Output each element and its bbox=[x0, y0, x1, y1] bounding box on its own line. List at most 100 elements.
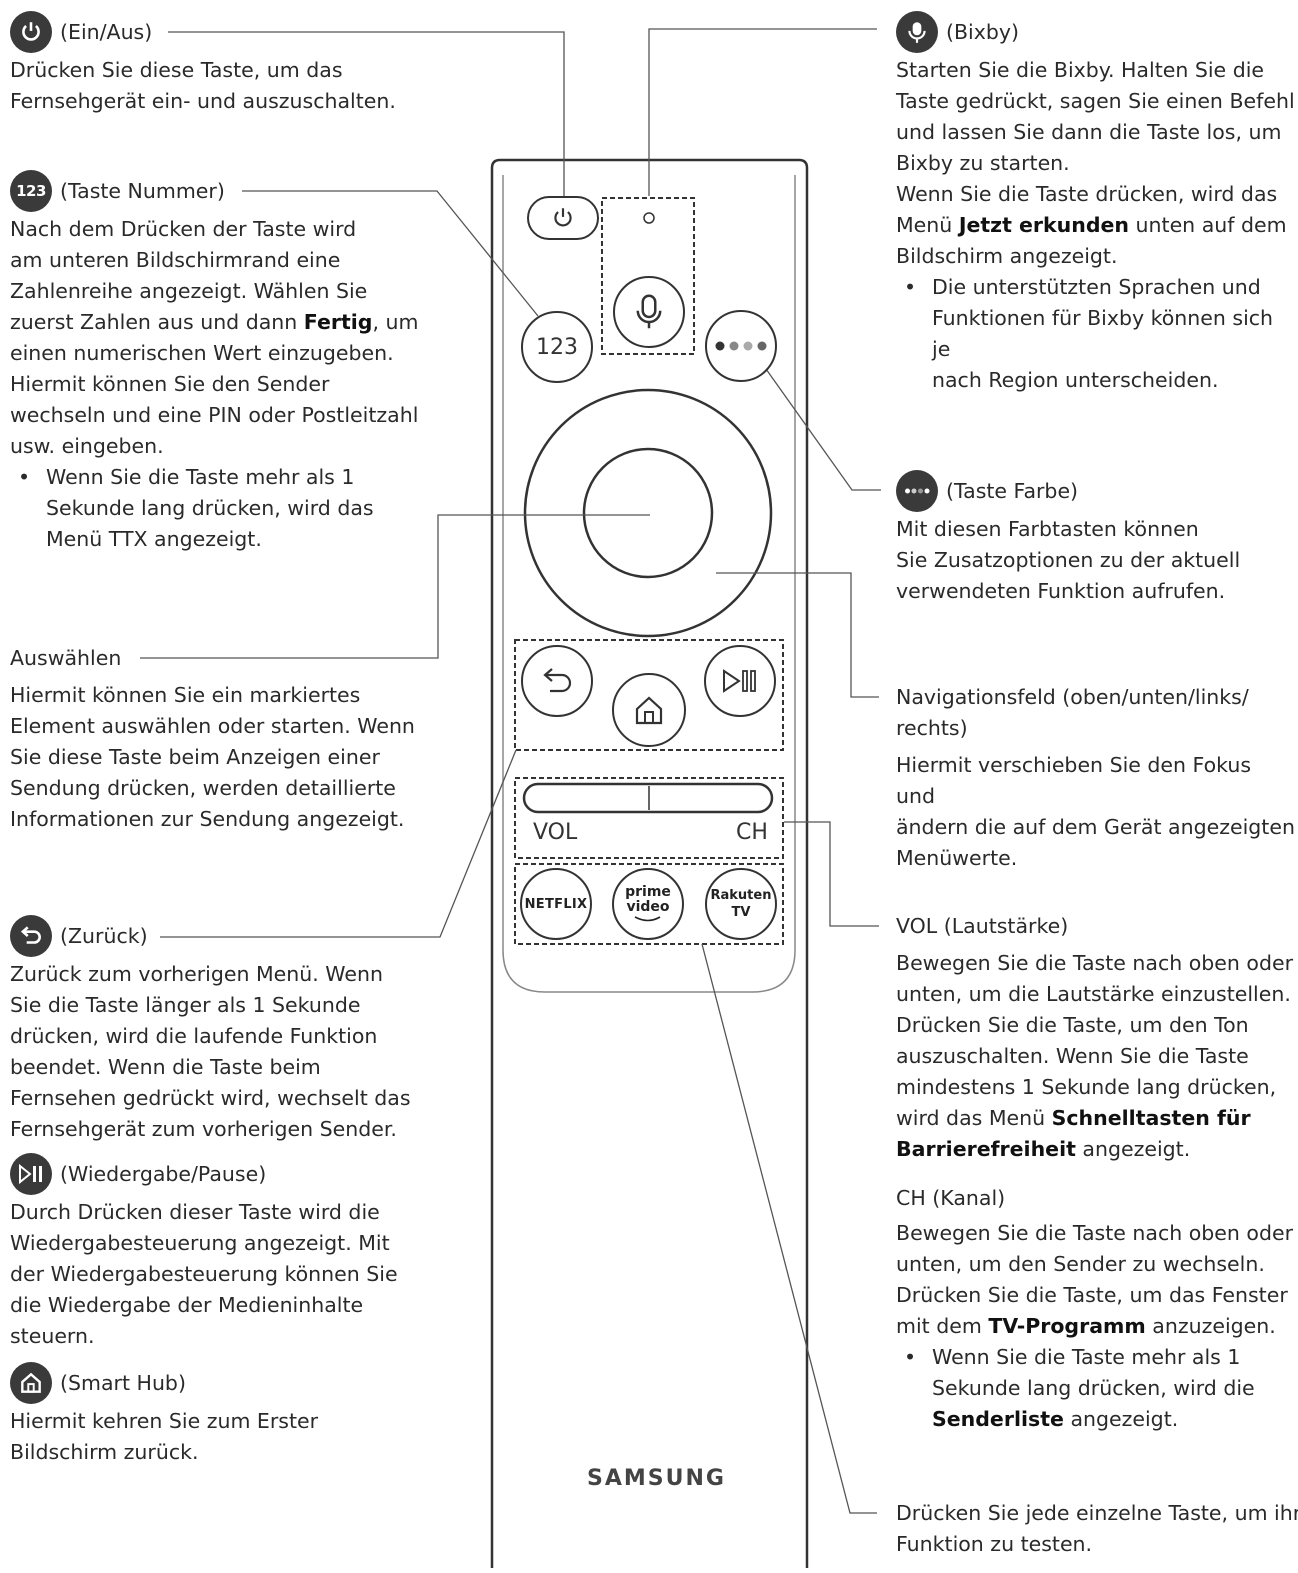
bullet-line: Menü TTX angezeigt. bbox=[46, 527, 262, 551]
microphone-icon bbox=[636, 294, 662, 329]
microphone-icon bbox=[908, 22, 926, 43]
nav-desc-line: Menüwerte. bbox=[896, 846, 1018, 870]
vol-desc-line: unten, um die Lautstärke einzustellen. bbox=[896, 982, 1291, 1006]
nav-section: Navigationsfeld (oben/unten/links/ recht… bbox=[896, 682, 1296, 874]
nav-desc-line: Hiermit verschieben Sie den Fokus und bbox=[896, 753, 1252, 808]
color-desc-line: Mit diesen Farbtasten können bbox=[896, 517, 1199, 541]
ch-desc-line: mit dem TV-Programm anzuzeigen. bbox=[896, 1311, 1296, 1342]
netflix-logo: NETFLIX bbox=[524, 896, 588, 912]
number-button-label: 123 bbox=[536, 334, 578, 360]
play-pause-button[interactable] bbox=[704, 645, 776, 717]
color-button[interactable] bbox=[705, 310, 777, 382]
back-desc-line: drücken, wird die laufende Funktion bbox=[10, 1024, 378, 1048]
text-run: wird das Menü bbox=[896, 1106, 1052, 1130]
text-run: , um bbox=[372, 310, 419, 334]
media-dashed-group bbox=[514, 639, 784, 751]
color-section: (Taste Farbe) Mit diesen Farbtasten könn… bbox=[896, 470, 1296, 607]
select-desc-line: Informationen zur Sendung angezeigt. bbox=[10, 807, 405, 831]
bixby-desc-line: Wenn Sie die Taste drücken, wird das bbox=[896, 182, 1278, 206]
color-badge bbox=[896, 470, 938, 512]
leader-number bbox=[242, 190, 539, 317]
back-arrow-icon bbox=[20, 926, 41, 944]
leader-color bbox=[765, 368, 881, 491]
power-icon bbox=[22, 22, 40, 41]
ch-desc-line: Bewegen Sie die Taste nach oben oder bbox=[896, 1221, 1294, 1245]
prime-logo-line2: video bbox=[626, 899, 670, 915]
bullet-line: Senderliste angezeigt. bbox=[932, 1404, 1296, 1435]
bixby-desc-line: Bildschirm angezeigt. bbox=[896, 244, 1118, 268]
select-title: Auswählen bbox=[10, 646, 122, 670]
bullet-line: Wenn Sie die Taste mehr als 1 bbox=[46, 465, 355, 489]
ch-bullet: Wenn Sie die Taste mehr als 1 Sekunde la… bbox=[896, 1342, 1296, 1435]
color-desc-line: Sie Zusatzoptionen zu der aktuell bbox=[896, 548, 1241, 572]
select-button bbox=[582, 447, 714, 579]
bullet-line: Die unterstützten Sprachen und bbox=[932, 275, 1261, 299]
play-desc-line: der Wiedergabesteuerung können Sie bbox=[10, 1262, 398, 1286]
ch-desc-line: unten, um den Sender zu wechseln. bbox=[896, 1252, 1265, 1276]
leader-vol-ch bbox=[784, 821, 879, 927]
bixby-title: (Bixby) bbox=[946, 19, 1020, 44]
bullet-line: nach Region unterscheiden. bbox=[932, 368, 1219, 392]
ch-title: CH (Kanal) bbox=[896, 1186, 1006, 1210]
apps-dashed-group bbox=[514, 863, 784, 945]
number-badge: 123 bbox=[10, 170, 52, 212]
rakuten-tv-button[interactable]: Rakuten TV bbox=[705, 868, 777, 940]
home-button[interactable] bbox=[612, 673, 686, 747]
navigation-ring bbox=[523, 388, 773, 638]
back-desc-line: Sie die Taste länger als 1 Sekunde bbox=[10, 993, 361, 1017]
select-desc-line: Hiermit können Sie ein markiertes bbox=[10, 683, 361, 707]
play-pause-icon bbox=[723, 669, 756, 693]
bold-term: Fertig bbox=[303, 310, 373, 334]
bold-term: TV-Programm bbox=[988, 1314, 1146, 1338]
play-desc-line: die Wiedergabe der Medieninhalte bbox=[10, 1293, 364, 1317]
play-pause-icon bbox=[19, 1163, 42, 1185]
bixby-desc-line: Starten Sie die Bixby. Halten Sie die bbox=[896, 58, 1265, 82]
bold-term: Barrierefreiheit bbox=[896, 1137, 1076, 1161]
bullet-line: Wenn Sie die Taste mehr als 1 bbox=[932, 1345, 1241, 1369]
text-run: angezeigt. bbox=[1075, 1137, 1191, 1161]
prime-video-button[interactable]: prime video bbox=[612, 868, 684, 940]
home-title: (Smart Hub) bbox=[60, 1370, 186, 1395]
vol-ch-rocker bbox=[522, 782, 774, 814]
vol-desc-line: mindestens 1 Sekunde lang drücken, bbox=[896, 1075, 1277, 1099]
bullet-line: Sekunde lang drücken, wird das bbox=[46, 496, 374, 520]
power-button[interactable] bbox=[527, 196, 599, 240]
ch-desc-line: Drücken Sie die Taste, um das Fenster bbox=[896, 1283, 1288, 1307]
back-section: (Zurück) Zurück zum vorherigen Menü. Wen… bbox=[10, 915, 450, 1145]
text-run: anzuzeigen. bbox=[1145, 1314, 1276, 1338]
back-title: (Zurück) bbox=[60, 923, 148, 948]
ch-label: CH bbox=[736, 820, 768, 845]
back-badge bbox=[10, 915, 52, 957]
home-desc-line: Hiermit kehren Sie zum Erster bbox=[10, 1409, 319, 1433]
number-badge-text: 123 bbox=[16, 181, 46, 200]
bold-term: Schnelltasten für bbox=[1051, 1106, 1251, 1130]
vol-section: VOL (Lautstärke) Bewegen Sie die Taste n… bbox=[896, 911, 1296, 1165]
select-desc-line: Sie diese Taste beim Anzeigen einer bbox=[10, 745, 380, 769]
back-button[interactable] bbox=[521, 645, 593, 717]
vol-label: VOL bbox=[533, 820, 578, 845]
vol-desc-line: wird das Menü Schnelltasten für bbox=[896, 1103, 1296, 1134]
nav-title: Navigationsfeld (oben/unten/links/ bbox=[896, 685, 1249, 709]
nav-title: rechts) bbox=[896, 716, 968, 740]
text-run: unten auf dem bbox=[1129, 213, 1287, 237]
netflix-button[interactable]: NETFLIX bbox=[520, 868, 592, 940]
test-section: Drücken Sie jede einzelne Taste, um ihre… bbox=[896, 1498, 1298, 1560]
bixby-button[interactable] bbox=[613, 276, 685, 348]
vol-desc-line: Drücken Sie die Taste, um den Ton bbox=[896, 1013, 1249, 1037]
number-button[interactable]: 123 bbox=[521, 311, 593, 383]
play-desc-line: Wiedergabesteuerung angezeigt. Mit bbox=[10, 1231, 390, 1255]
ch-section: CH (Kanal) Bewegen Sie die Taste nach ob… bbox=[896, 1183, 1296, 1435]
bullet-line: Funktionen für Bixby können sich je bbox=[932, 306, 1274, 361]
bixby-desc-line: Menü Jetzt erkunden unten auf dem bbox=[896, 210, 1296, 241]
number-desc-line: usw. eingeben. bbox=[10, 434, 164, 458]
back-desc-line: beendet. Wenn die Taste beim bbox=[10, 1055, 321, 1079]
bixby-badge bbox=[896, 11, 938, 53]
bixby-section: (Bixby) Starten Sie die Bixby. Halten Si… bbox=[896, 11, 1296, 396]
vol-desc-line: auszuschalten. Wenn Sie die Taste bbox=[896, 1044, 1249, 1068]
color-dots-icon bbox=[715, 341, 767, 351]
bixby-desc-line: Taste gedrückt, sagen Sie einen Befehl bbox=[896, 89, 1295, 113]
power-desc-line: Fernsehgerät ein- und auszuschalten. bbox=[10, 89, 396, 113]
text-run: mit dem bbox=[896, 1314, 989, 1338]
text-run: angezeigt. bbox=[1063, 1407, 1179, 1431]
number-desc-line: am unteren Bildschirmrand eine bbox=[10, 248, 341, 272]
